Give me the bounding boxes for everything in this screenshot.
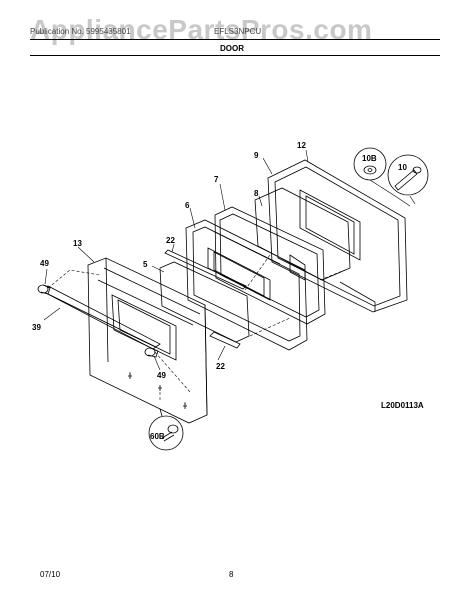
section-title: DOOR (220, 44, 244, 53)
label-part-13: 13 (73, 239, 82, 248)
door-handle-bar (39, 285, 161, 350)
handle-end-cap-right (144, 347, 159, 358)
screw-60B-callout (148, 408, 184, 451)
washer-10B-callout (353, 147, 387, 181)
publication-number: Publication No. 5995435801 (30, 27, 131, 36)
lower-trim-strip (209, 331, 241, 349)
label-part-39: 39 (32, 323, 41, 332)
upper-trim-strip (164, 249, 247, 290)
label-part-49-right: 49 (157, 371, 166, 380)
label-part-49-left: 49 (40, 259, 49, 268)
outer-door-panel (87, 257, 208, 424)
label-part-9: 9 (254, 151, 259, 160)
outer-glass (159, 261, 250, 343)
label-part-22-lower: 22 (216, 362, 225, 371)
door-insulation (254, 187, 351, 281)
model-number: EFLS3NPCU (214, 27, 262, 36)
footer-page-number: 8 (229, 570, 234, 579)
footer-date: 07/10 (40, 570, 61, 579)
label-part-6: 6 (185, 201, 190, 210)
label-part-7: 7 (214, 175, 219, 184)
header-rule-bottom (30, 55, 440, 56)
label-part-5: 5 (143, 260, 148, 269)
label-part-22-upper: 22 (166, 236, 175, 245)
label-part-12: 12 (297, 141, 306, 150)
leader-lines (43, 149, 416, 371)
handle-end-cap-left (37, 284, 51, 295)
diagram-code: L20D0113A (381, 401, 424, 410)
inner-door-back-panel (267, 159, 408, 313)
door-liner-frame (185, 219, 308, 351)
label-part-60B: 60B (150, 432, 165, 441)
inner-glass-frame (214, 206, 326, 325)
header-rule-top (30, 39, 440, 40)
label-part-8: 8 (254, 189, 259, 198)
screw-10-callout (387, 154, 429, 196)
label-part-10B: 10B (362, 154, 377, 163)
label-part-10: 10 (398, 163, 407, 172)
bottom-screws (128, 373, 187, 409)
